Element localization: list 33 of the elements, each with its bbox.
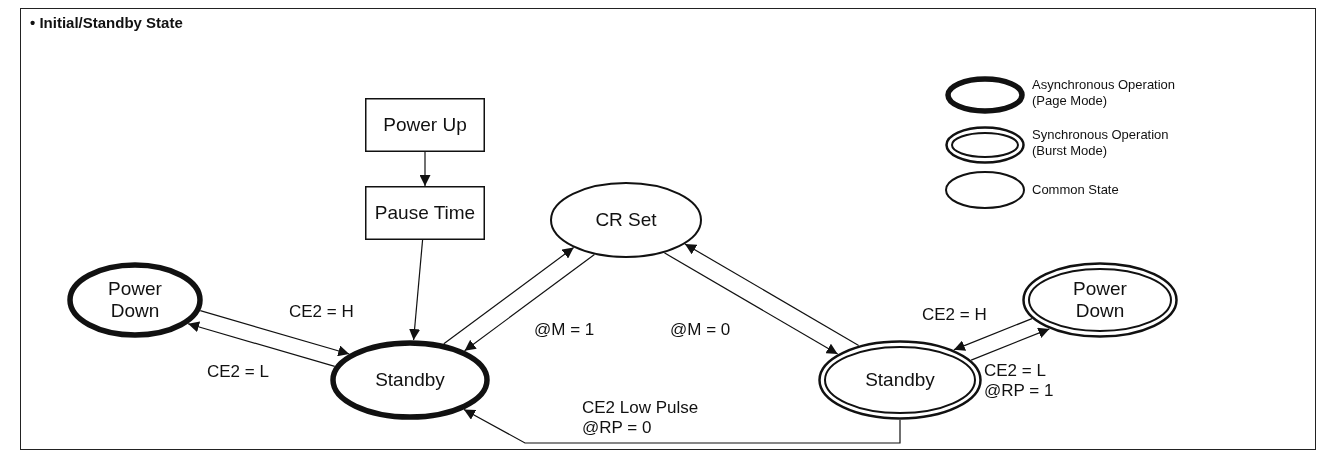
- edge-label: CE2 Low Pulse @RP = 0: [581, 398, 700, 438]
- arrow: [663, 252, 839, 355]
- state-ellipse: [67, 262, 203, 338]
- edge-label: CE2 = L @RP = 1: [983, 361, 1055, 401]
- arrow: [463, 408, 901, 444]
- arrow: [419, 151, 431, 187]
- process-box: [365, 186, 485, 240]
- legend-text: Common State: [1032, 182, 1120, 198]
- arrow: [409, 239, 424, 341]
- arrow: [464, 253, 596, 352]
- arrow: [684, 243, 860, 347]
- double-state-ellipse: [818, 340, 982, 420]
- state-name: Standby: [865, 369, 935, 391]
- arrow: [199, 310, 350, 357]
- arrow: [953, 318, 1033, 351]
- legend-text: Synchronous Operation (Burst Mode): [1032, 127, 1170, 159]
- arrow: [970, 327, 1050, 361]
- edge-label: @M = 1: [532, 320, 597, 340]
- legend-text: Asynchronous Operation (Page Mode): [1032, 77, 1177, 109]
- state-name: Standby: [375, 369, 445, 391]
- diagram-title: • Initial/Standby State: [30, 14, 183, 31]
- state-name: Power Up: [383, 114, 467, 136]
- state-name: CR Set: [595, 209, 657, 231]
- edge-label: @M = 0: [668, 320, 733, 340]
- process-box: [365, 98, 485, 152]
- state-name: Power Down: [107, 278, 163, 322]
- state-ellipse: [550, 182, 702, 258]
- arrow: [187, 321, 336, 368]
- arrow: [443, 246, 575, 345]
- state-name: Pause Time: [374, 202, 476, 224]
- state-name: Power Down: [1072, 278, 1128, 322]
- state-ellipse: [330, 340, 490, 420]
- double-state-ellipse: [1022, 262, 1178, 338]
